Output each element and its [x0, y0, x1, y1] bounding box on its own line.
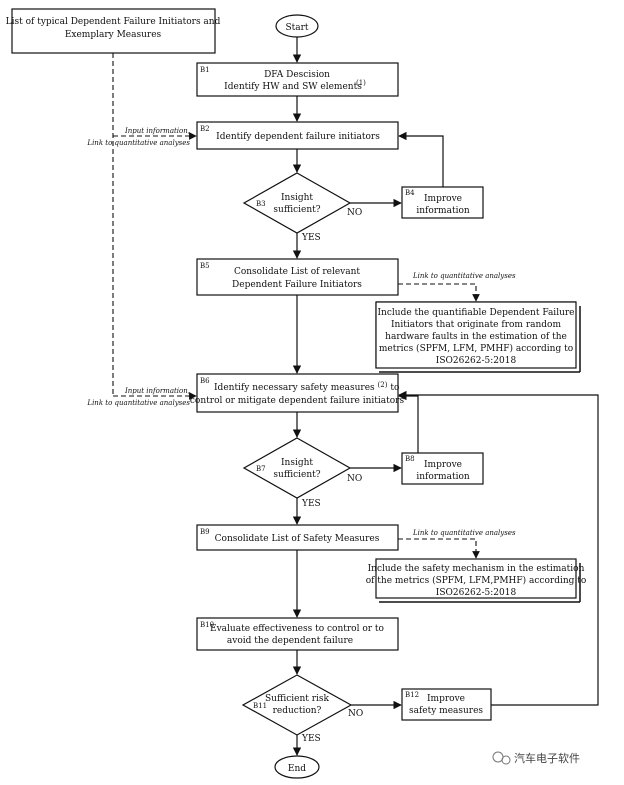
b6-id: B6 [200, 377, 210, 385]
b10-line-2: avoid the dependent failure [227, 636, 353, 646]
link-quant-label-b5: Link to quantitative analyses [412, 272, 516, 280]
b9-text: Consolidate List of Safety Measures [215, 534, 380, 544]
b5-note-line-5: ISO26262-5:2018 [436, 356, 517, 366]
arrow-b12-b6 [398, 390, 599, 706]
block-b9: B9 Consolidate List of Safety Measures [196, 524, 399, 551]
typical-initiators-list-box: List of typical Dependent Failure Initia… [6, 8, 221, 54]
b1-sup: (1) [356, 79, 366, 87]
b2-id: B2 [200, 125, 210, 133]
b7-line-1: Insight [281, 458, 313, 468]
no-label-b7: NO [347, 474, 362, 484]
b4-line-2: information [416, 206, 470, 216]
b5-note-line-2: Initiators that originate from random [391, 320, 561, 330]
no-label-b11: NO [348, 709, 363, 719]
yes-label-b11: YES [301, 734, 321, 744]
b3-id: B3 [256, 200, 266, 208]
b9-note-line-1: Include the safety mechanism in the esti… [368, 564, 585, 574]
decision-b7: B7 Insight sufficient? [242, 437, 352, 499]
b6-line-1b: to [390, 383, 399, 393]
b6-sup: (2) [378, 381, 388, 389]
b3-line-2: sufficient? [273, 205, 320, 215]
end-label: End [288, 764, 306, 774]
b5-note-line-3: hardware faults in the estimation of the [385, 332, 567, 342]
connectors [292, 37, 599, 756]
b5-note-line-1: Include the quantifiable Dependent Failu… [378, 308, 575, 318]
b8-id: B8 [405, 455, 415, 463]
input-info-label-b6: Input information, [124, 387, 190, 395]
b8-line-2: information [416, 472, 470, 482]
b7-id: B7 [256, 465, 266, 473]
b6-line-2: control or mitigate dependent failure in… [190, 396, 405, 406]
link-quant-label-b6: Link to quantitative analyses [86, 399, 190, 407]
block-b10: B10 Evaluate effectiveness to control or… [196, 617, 399, 651]
start-label: Start [285, 23, 308, 33]
b11-id: B11 [253, 702, 267, 710]
watermark-text: 汽车电子软件 [514, 751, 580, 765]
decision-b3: B3 Insight sufficient? [242, 172, 352, 234]
b6-line-1: Identify necessary safety measures [214, 383, 375, 393]
dashed-b5-to-note [398, 283, 480, 302]
b8-line-1: Improve [424, 460, 462, 470]
b12-line-1: Improve [427, 694, 465, 704]
watermark: 汽车电子软件 [492, 751, 580, 765]
b12-id: B12 [405, 691, 419, 699]
b1-id: B1 [200, 66, 210, 74]
b12-line-2: safety measures [409, 706, 483, 716]
block-b8: B8 Improve information [401, 452, 484, 485]
start-terminal: Start [275, 14, 319, 38]
input-info-label-b2: Input information, [124, 127, 190, 135]
block-b4: B4 Improve information [401, 186, 484, 219]
end-terminal: End [274, 755, 320, 779]
link-quant-label-b2: Link to quantitative analyses [86, 139, 190, 147]
b10-line-1: Evaluate effectiveness to control or to [210, 624, 384, 634]
list-box-line-1: List of typical Dependent Failure Initia… [6, 17, 221, 27]
b9-safety-mechanism-note: Include the safety mechanism in the esti… [366, 558, 587, 603]
block-b1: B1 DFA Descision Identify HW and SW elem… [196, 62, 399, 97]
list-box-line-2: Exemplary Measures [65, 30, 162, 40]
b7-line-2: sufficient? [273, 470, 320, 480]
dashed-connectors [112, 53, 480, 559]
b9-id: B9 [200, 528, 210, 536]
decision-b11: B11 Sufficient risk reduction? [241, 674, 353, 736]
b5-line-1: Consolidate List of relevant [234, 267, 360, 277]
b2-text: Identify dependent failure initiators [216, 132, 380, 142]
b11-line-2: reduction? [273, 706, 322, 716]
link-quant-label-b9: Link to quantitative analyses [412, 529, 516, 537]
dashed-b9-to-note [398, 538, 480, 559]
b5-line-2: Dependent Failure Initiators [232, 280, 362, 290]
yes-label-b3: YES [301, 233, 321, 243]
b4-line-1: Improve [424, 194, 462, 204]
block-b12: B12 Improve safety measures [401, 688, 492, 721]
b11-line-1: Sufficient risk [265, 694, 330, 704]
b10-id: B10 [200, 621, 214, 629]
b5-id: B5 [200, 262, 210, 270]
yes-label-b7: YES [301, 499, 321, 509]
no-label-b3: NO [347, 208, 362, 218]
b6-line-1-group: Identify necessary safety measures (2) t… [214, 380, 399, 393]
block-b6: B6 Identify necessary safety measures (2… [190, 373, 405, 413]
b5-note-line-4: metrics (SPFM, LFM, PMHF) according to [379, 343, 573, 354]
b9-note-line-2: of the metrics (SPFM, LFM,PMHF) accordin… [366, 575, 587, 586]
arrow-b4-b2 [398, 131, 444, 187]
b4-id: B4 [405, 189, 415, 197]
b1-line-2: Identify HW and SW elements [224, 82, 362, 92]
b5-quantifiable-note: Include the quantifiable Dependent Failu… [375, 301, 583, 374]
block-b2: B2 Identify dependent failure initiators [196, 121, 399, 150]
b3-line-1: Insight [281, 193, 313, 203]
b9-note-line-3: ISO26262-5:2018 [436, 588, 517, 598]
block-b5: B5 Consolidate List of relevant Dependen… [196, 258, 399, 296]
b1-line-1: DFA Descision [264, 70, 330, 80]
